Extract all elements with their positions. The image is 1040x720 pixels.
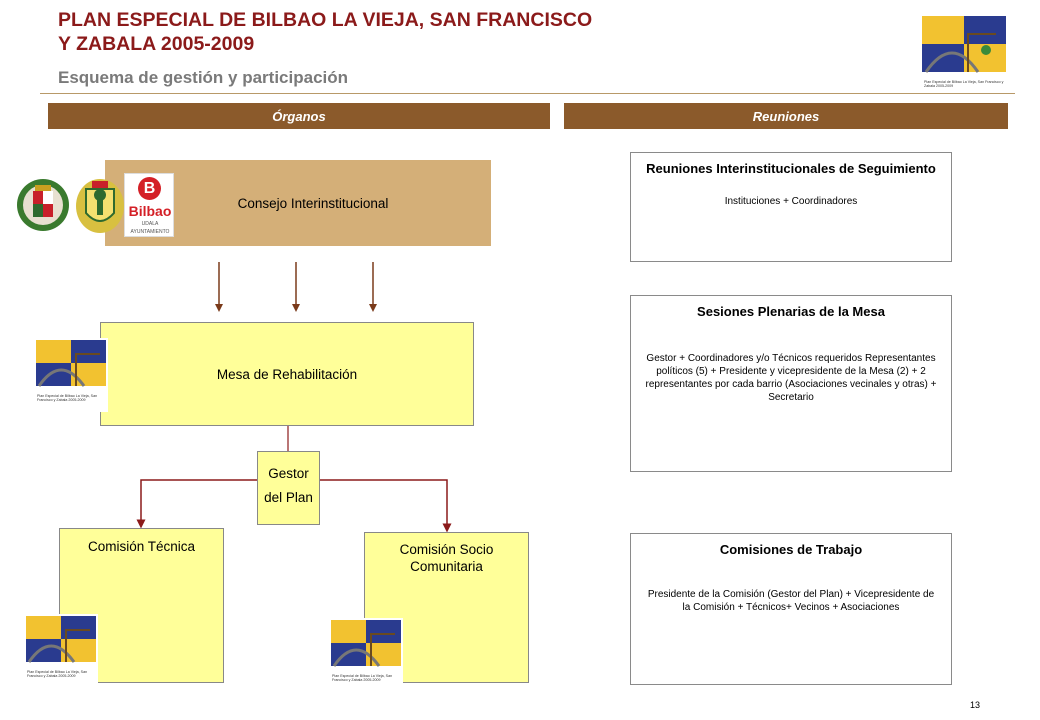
mesa-label: Mesa de Rehabilitación bbox=[216, 366, 358, 382]
title-line-1: PLAN ESPECIAL DE BILBAO LA VIEJA, SAN FR… bbox=[58, 9, 593, 31]
coat-of-arms-1 bbox=[15, 177, 71, 233]
plan-logo: Plan Especial de Bilbao La Vieja, San Fr… bbox=[916, 14, 1012, 94]
page-subtitle: Esquema de gestión y participación bbox=[58, 68, 349, 87]
bilbao-logo-badge: B bbox=[138, 177, 161, 200]
mesa-plan-logo-icon bbox=[36, 340, 106, 387]
bilbao-logo-sub1: UDALA bbox=[141, 221, 159, 227]
bilbao-logo-sub2: AYUNTAMIENTO bbox=[130, 229, 170, 235]
coat-of-arms-2 bbox=[73, 177, 127, 235]
reuniones-header: Reuniones bbox=[564, 103, 1008, 129]
bilbao-logo-name: Bilbao bbox=[128, 203, 172, 219]
gestor-label-line2: del Plan bbox=[264, 490, 313, 505]
tecnica-plan-logo: Plan Especial de Bilbao La Vieja, San Fr… bbox=[24, 614, 98, 688]
meeting-text: Presidente de la Comisión (Gestor del Pl… bbox=[647, 589, 935, 613]
meeting-box-comisiones: Comisiones de Trabajo Presidente de la C… bbox=[630, 533, 952, 685]
gestor-box: Gestor del Plan bbox=[257, 451, 320, 525]
meeting-text: Gestor + Coordinadores y/o Técnicos requ… bbox=[645, 353, 937, 403]
mesa-plan-logo-caption: Plan Especial de Bilbao La Vieja, San Fr… bbox=[37, 394, 98, 403]
tecnica-plan-logo-caption: Plan Especial de Bilbao La Vieja, San Fr… bbox=[27, 670, 88, 679]
meeting-title: Comisiones de Trabajo bbox=[719, 542, 863, 557]
gestor-tecnica-connector bbox=[136, 479, 257, 529]
coat-of-arms-1-icon bbox=[17, 179, 69, 231]
organos-header: Órganos bbox=[48, 103, 550, 129]
coat-of-arms-2-icon bbox=[76, 179, 124, 233]
page-title: PLAN ESPECIAL DE BILBAO LA VIEJA, SAN FR… bbox=[58, 8, 592, 56]
tecnica-plan-logo-icon bbox=[26, 616, 96, 663]
title-line-2: Y ZABALA 2005-2009 bbox=[58, 33, 255, 55]
title-rule bbox=[40, 93, 1015, 94]
consejo-label: Consejo Interinstitucional bbox=[237, 195, 389, 211]
mesa-box: Mesa de Rehabilitación bbox=[100, 322, 474, 426]
gestor-label-line1: Gestor bbox=[268, 466, 309, 481]
socio-plan-logo-icon bbox=[331, 620, 401, 667]
meeting-text: Instituciones + Coordinadores bbox=[724, 196, 858, 207]
bilbao-logo: B Bilbao UDALA AYUNTAMIENTO bbox=[124, 173, 174, 237]
socio-plan-logo-caption: Plan Especial de Bilbao La Vieja, San Fr… bbox=[332, 674, 393, 683]
meeting-title: Sesiones Plenarias de la Mesa bbox=[697, 304, 885, 319]
meeting-box-interinstitucional: Reuniones Interinstitucionales de Seguim… bbox=[630, 152, 952, 262]
meeting-title: Reuniones Interinstitucionales de Seguim… bbox=[646, 161, 936, 176]
meeting-box-plenarias: Sesiones Plenarias de la Mesa Gestor + C… bbox=[630, 295, 952, 472]
plan-logo-caption: Plan Especial de Bilbao La Vieja, San Fr… bbox=[924, 80, 1004, 89]
comision-socio-label: Comisión Socio Comunitaria bbox=[399, 542, 494, 574]
comision-tecnica-label: Comisión Técnica bbox=[87, 539, 196, 554]
mesa-plan-logo: Plan Especial de Bilbao La Vieja, San Fr… bbox=[34, 338, 108, 412]
socio-plan-logo: Plan Especial de Bilbao La Vieja, San Fr… bbox=[329, 618, 403, 692]
page-number: 13 bbox=[970, 700, 981, 710]
gestor-socio-connector bbox=[320, 479, 452, 533]
plan-logo-icon bbox=[922, 16, 1006, 73]
